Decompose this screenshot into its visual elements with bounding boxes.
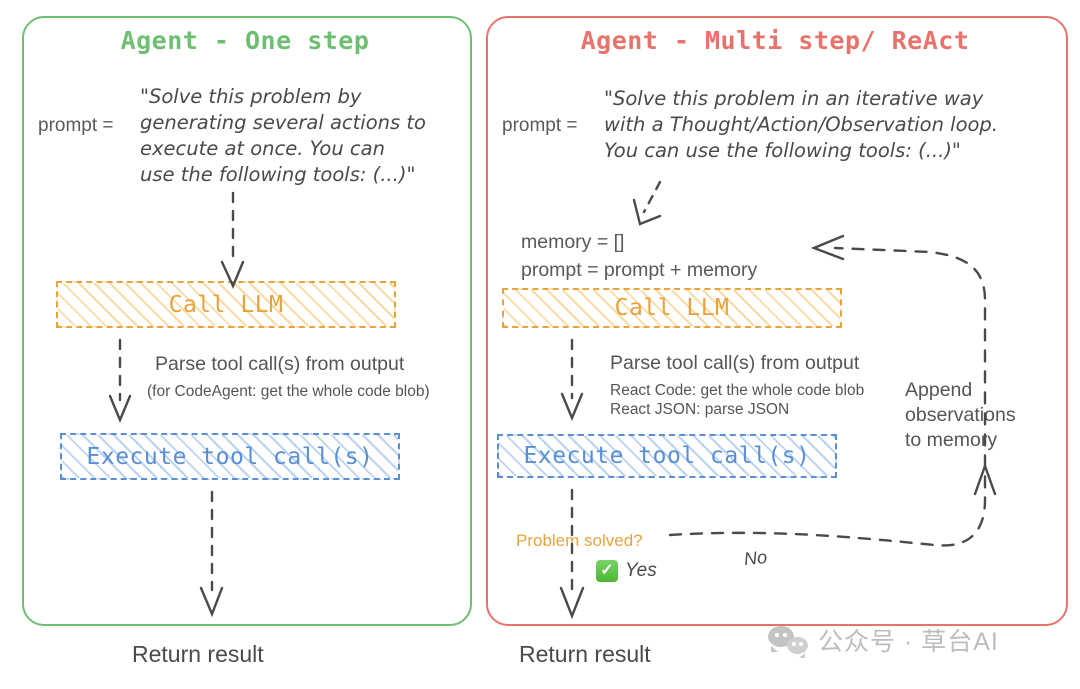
multi-step-yes-label: Yes [625, 560, 657, 581]
watermark: 公众号 · 草台AI [768, 622, 999, 658]
one-step-execute-tool-box[interactable]: Execute tool call(s) [60, 433, 400, 480]
multi-step-yes-branch: ✓ Yes [596, 560, 657, 582]
watermark-text: 公众号 · 草台AI [818, 628, 999, 656]
multi-step-decision-label: Problem solved? [516, 531, 643, 550]
one-step-call-llm-label: Call LLM [168, 291, 284, 318]
one-step-return-result: Return result [132, 641, 264, 667]
one-step-execute-tool-label: Execute tool call(s) [86, 443, 374, 470]
multi-step-parse-sub: React Code: get the whole code blob Reac… [610, 382, 865, 418]
multi-step-parse-main: Parse tool call(s) from output [610, 352, 860, 374]
multi-step-execute-tool-box[interactable]: Execute tool call(s) [497, 434, 837, 478]
panel-one-step-title: Agent - One step [120, 26, 370, 55]
one-step-prompt-label: prompt = [38, 115, 114, 136]
panel-multi-step [486, 16, 1068, 626]
one-step-parse-sub: (for CodeAgent: get the whole code blob) [147, 383, 430, 400]
panel-multi-step-title: Agent - Multi step/ ReAct [580, 26, 970, 55]
one-step-prompt-text: "Solve this problem by generating severa… [140, 85, 426, 186]
wechat-logo-icon [768, 626, 808, 658]
multi-step-memory-init: memory = [] prompt = prompt + memory [521, 231, 758, 281]
multi-step-execute-tool-label: Execute tool call(s) [523, 443, 811, 469]
multi-step-prompt-label: prompt = [502, 115, 578, 136]
multi-step-call-llm-box[interactable]: Call LLM [502, 288, 842, 328]
panel-one-step [22, 16, 472, 626]
multi-step-return-result: Return result [519, 641, 651, 667]
multi-step-append-note: Append observations to memory [905, 379, 1016, 451]
multi-step-call-llm-label: Call LLM [614, 295, 730, 321]
one-step-parse-main: Parse tool call(s) from output [155, 353, 405, 375]
one-step-call-llm-box[interactable]: Call LLM [56, 281, 396, 328]
multi-step-prompt-text: "Solve this problem in an iterative way … [604, 87, 999, 162]
check-mark-icon: ✓ [596, 560, 618, 582]
multi-step-no-label: No [742, 546, 768, 570]
